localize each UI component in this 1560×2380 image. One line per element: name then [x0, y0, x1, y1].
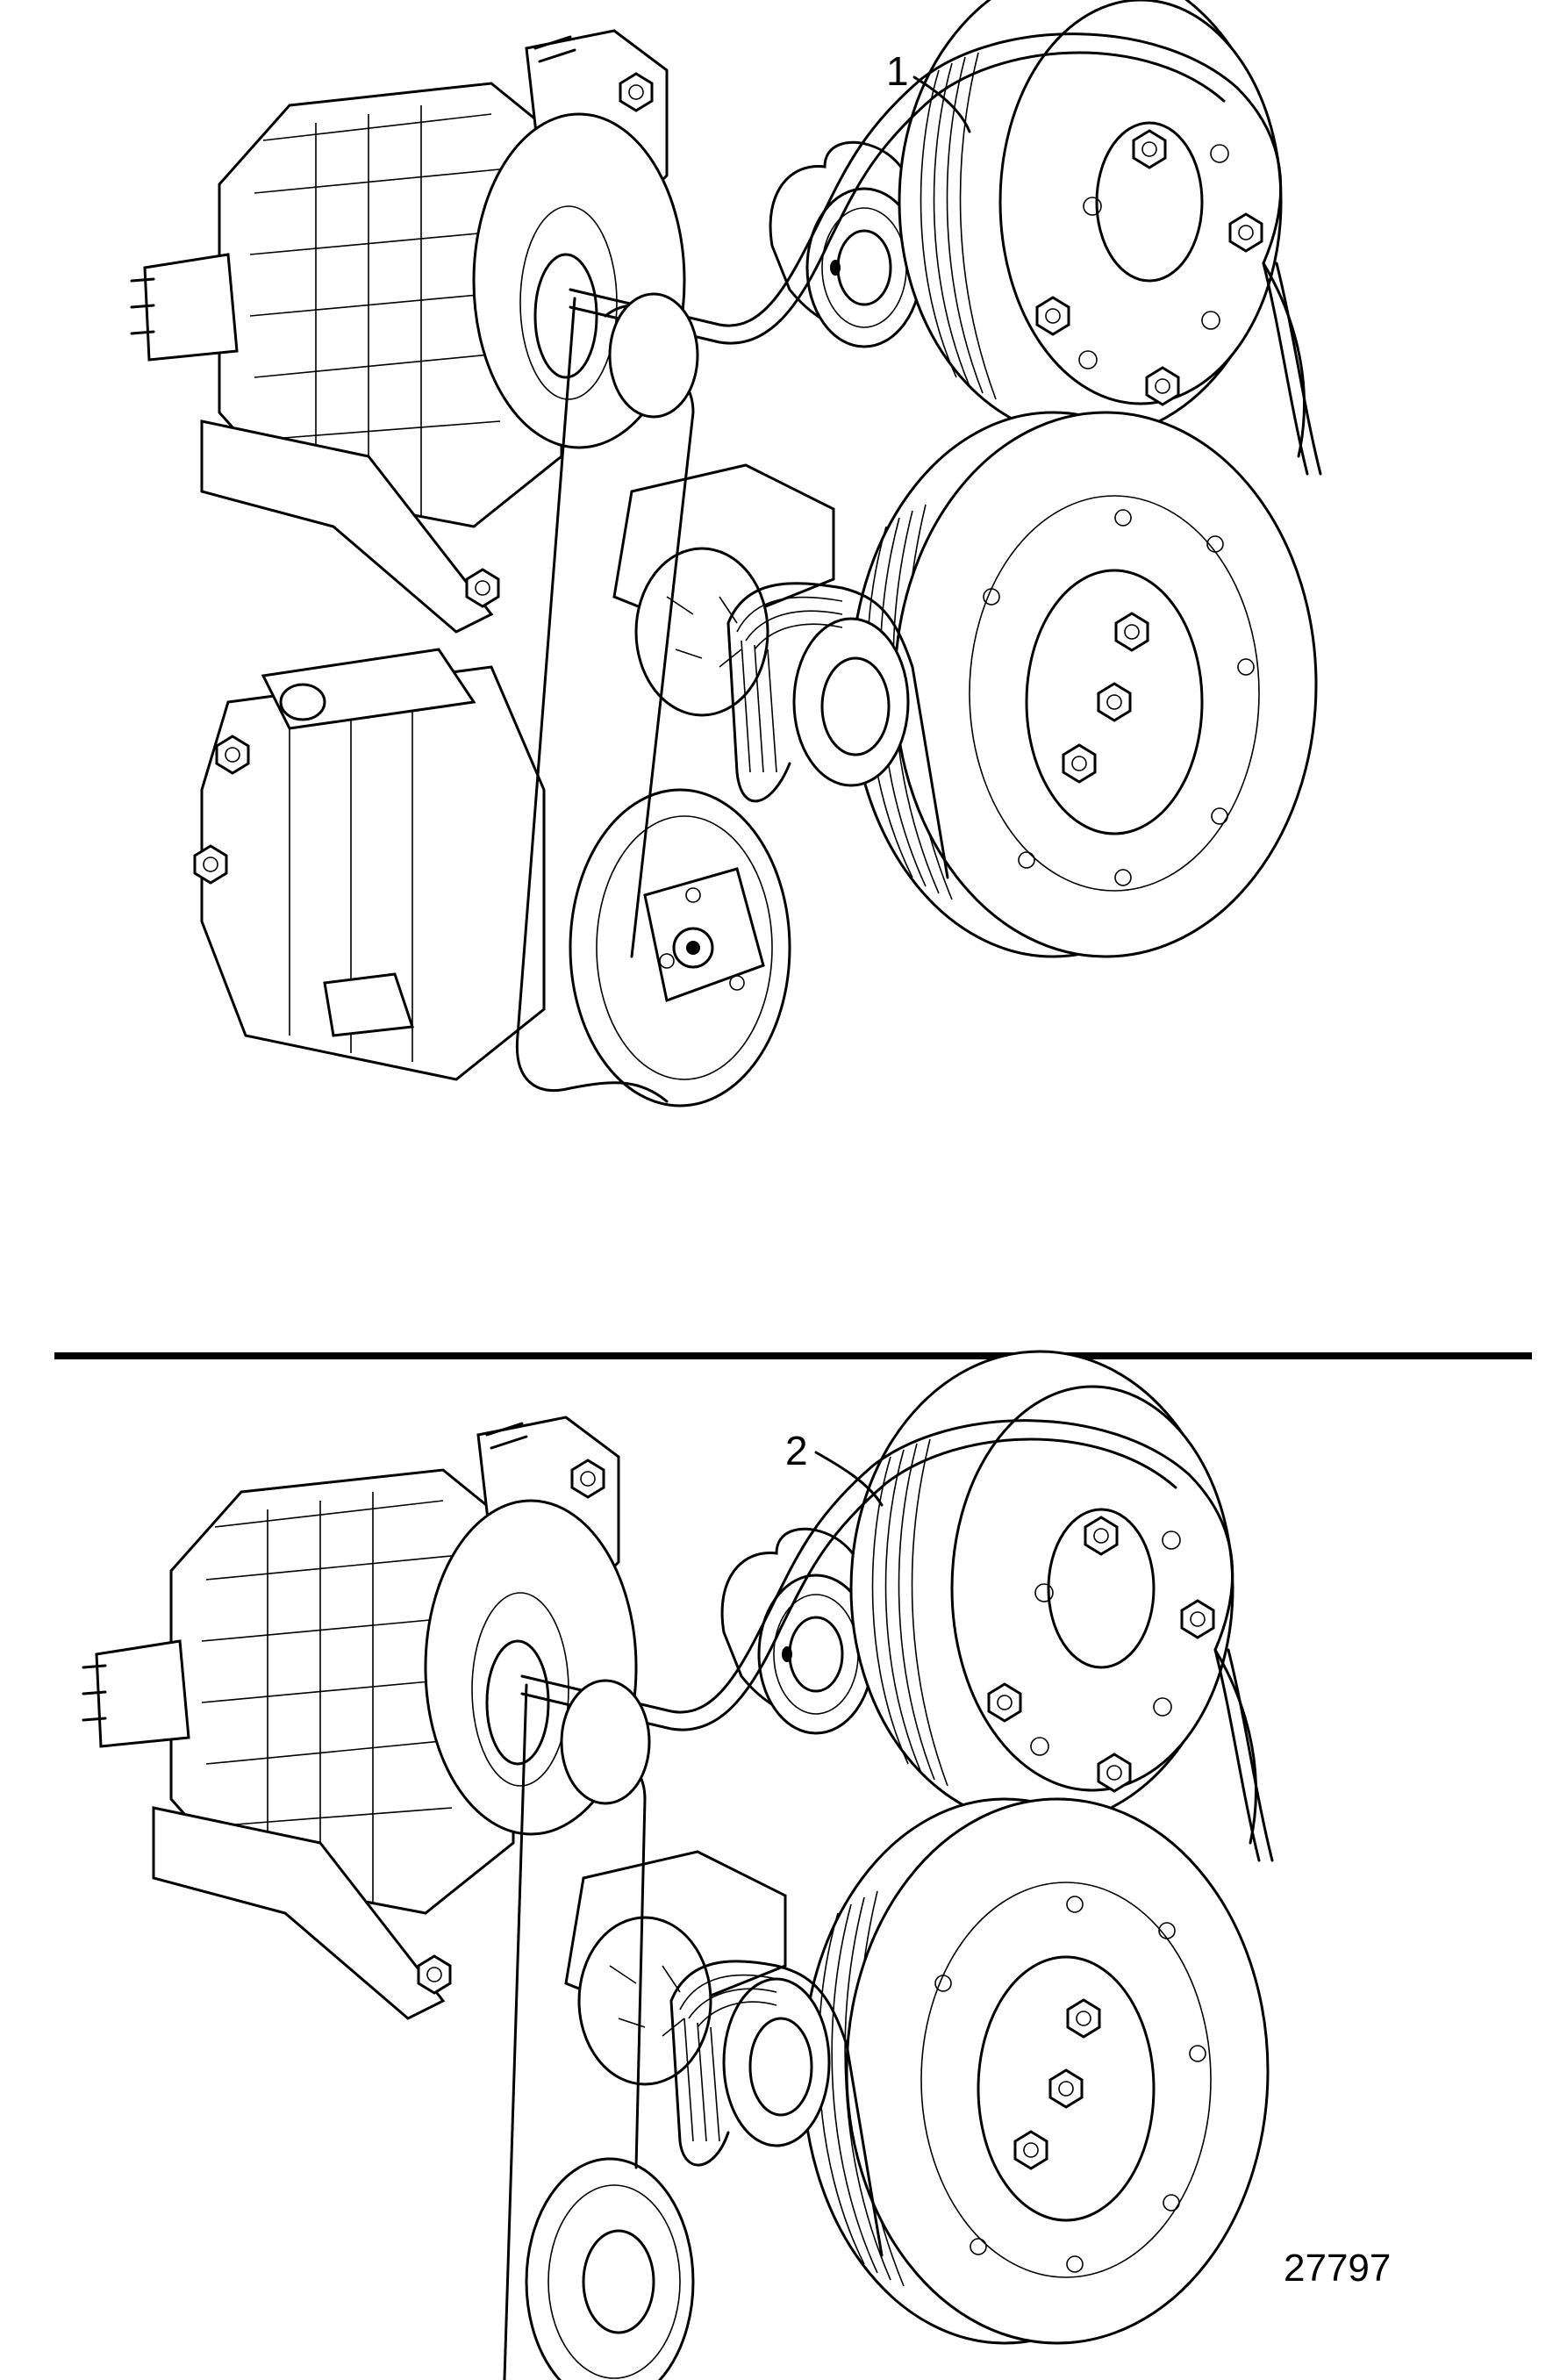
callout-2-leader [814, 1451, 884, 1507]
ac-compressor-pulley [569, 788, 791, 1108]
ribbed-belt-short [726, 582, 949, 879]
tensioner-bottom [564, 1850, 831, 2147]
ribbed-belt-short-bottom [669, 1960, 884, 2257]
callout-1-leader [912, 75, 971, 133]
tensioner [612, 463, 910, 787]
lower-idler-pulley [525, 2157, 695, 2380]
drive-belt-1 [515, 32, 1322, 1103]
callout-label-2: 2 [785, 1428, 808, 1473]
figure-number: 27797 [1284, 2247, 1392, 2290]
callout-label-1: 1 [886, 48, 909, 94]
configuration-bottom [83, 1351, 1274, 2380]
drive-belt-2 [503, 1419, 1274, 2380]
ac-compressor [193, 648, 546, 1081]
configuration-top [132, 0, 1322, 1108]
